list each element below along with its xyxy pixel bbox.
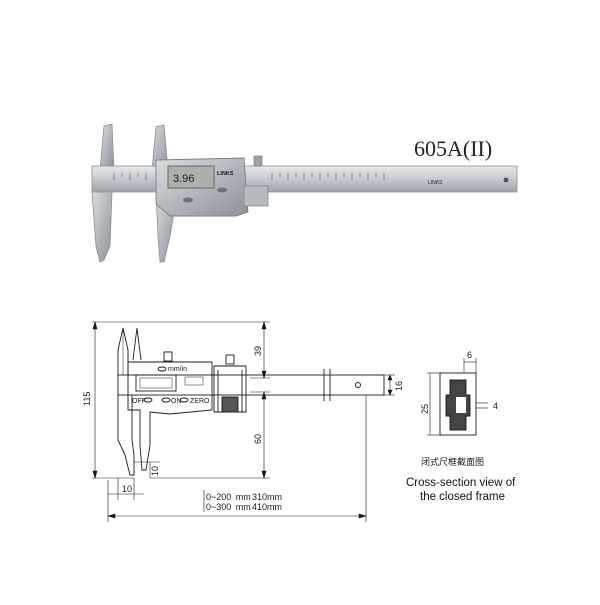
technical-drawing — [92, 320, 395, 522]
drawing-lcd — [135, 374, 177, 392]
lcd-display — [167, 165, 215, 189]
drawing-zero-button — [179, 397, 189, 403]
fixed-lower-jaw — [91, 191, 113, 263]
section-dim-height: 25 — [420, 404, 430, 414]
drawing-fixed-jaw — [117, 327, 135, 476]
drawing-beam-hole — [355, 382, 361, 388]
beam-scale — [113, 173, 385, 180]
range-short-row: 0~200 mm 310mm — [206, 492, 282, 502]
drawing-fine-screw — [225, 354, 235, 365]
section-dim-gap: 4 — [493, 401, 498, 411]
clamp-screw — [253, 155, 263, 167]
range-table: 0~200 mm 310mm 0~300 mm 410mm — [206, 492, 282, 512]
fixed-upper-jaw — [99, 123, 115, 171]
drawing-off-button — [143, 397, 153, 403]
fine-adjust-block — [243, 185, 269, 207]
section-dim-width: 6 — [467, 350, 472, 360]
drawing-logo-box — [184, 376, 204, 386]
section-caption-line1: Cross-section view of — [406, 477, 516, 489]
head-button-2 — [183, 197, 193, 203]
head-button-1 — [217, 187, 227, 193]
dim-total-height: 115 — [82, 392, 92, 406]
dim-beam: 16 — [394, 381, 404, 391]
drawing-unit-button — [157, 366, 167, 372]
range-long-row: 0~300 mm 410mm — [206, 502, 282, 512]
head-brand-logo: LINKS — [217, 171, 234, 177]
section-dimension-lines — [427, 358, 488, 436]
caliper-photo: LINKS 3.96 LINKS 605A(II) — [91, 123, 518, 263]
drawing-fine-adjust — [213, 365, 247, 413]
model-label: 605A(II) — [414, 136, 492, 161]
dim-lower: 60 — [253, 434, 263, 444]
btn-zero-label: ZERO — [190, 398, 210, 405]
drawing-on-button — [161, 397, 171, 403]
drawing-beam — [117, 374, 385, 396]
drawing-fine-wheel — [221, 396, 239, 413]
dim-jaw-width: 10 — [122, 484, 132, 494]
beam-brand: LINKS — [428, 180, 443, 186]
lcd-reading: 3.96 — [173, 173, 194, 185]
section-caption-line2: the closed frame — [420, 491, 505, 503]
drawing-slider-screw — [163, 351, 173, 362]
cross-section-drawing — [427, 358, 488, 436]
beam-end-hole — [503, 177, 509, 183]
dimension-lines — [92, 320, 395, 522]
dim-tip: 10 — [150, 466, 160, 476]
btn-on-label: ON — [171, 398, 182, 405]
section-outer-frame — [439, 372, 477, 436]
drawing-slider — [127, 327, 213, 471]
dim-upper: 39 — [253, 346, 263, 356]
section-title-cn: 闭式尺框截面图 — [421, 456, 484, 468]
btn-unit-label: mm/in — [168, 366, 187, 373]
btn-off-label: OFF — [132, 398, 146, 405]
